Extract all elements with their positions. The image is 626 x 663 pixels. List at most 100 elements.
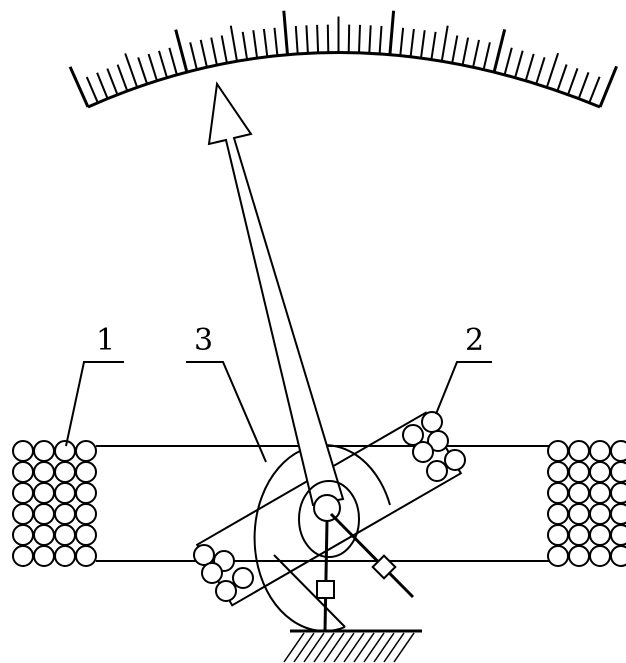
winding-turn bbox=[402, 424, 424, 446]
scale-tick bbox=[598, 65, 618, 108]
scale-tick bbox=[124, 53, 139, 88]
winding-turn bbox=[547, 524, 569, 546]
label-vane: 3 bbox=[194, 323, 213, 358]
scale-tick bbox=[168, 47, 178, 76]
scale-tick bbox=[420, 30, 426, 59]
winding-turn bbox=[547, 545, 569, 567]
hatch-line bbox=[333, 632, 355, 663]
winding-turn bbox=[568, 482, 590, 504]
scale-ticks bbox=[68, 10, 618, 108]
spring-arm bbox=[329, 512, 415, 599]
winding-turn bbox=[33, 482, 55, 504]
hatch-line bbox=[353, 632, 375, 663]
support bbox=[283, 520, 422, 663]
spring-arm-line bbox=[329, 512, 415, 599]
winding-turn bbox=[75, 482, 97, 504]
hatch-line bbox=[293, 632, 315, 663]
fixed-coil bbox=[12, 440, 626, 567]
winding-turn bbox=[75, 440, 97, 462]
scale-tick bbox=[503, 47, 513, 76]
vane-outline bbox=[253, 444, 391, 632]
hatch-line bbox=[303, 632, 325, 663]
label-coil-group bbox=[65, 361, 124, 447]
scale-tick bbox=[137, 57, 149, 85]
scale-tick bbox=[368, 25, 372, 54]
scale-tick bbox=[220, 35, 228, 64]
scale-tick bbox=[545, 52, 560, 88]
scale-tick bbox=[524, 53, 535, 82]
winding-turn bbox=[444, 449, 466, 471]
scale-tick bbox=[229, 25, 238, 62]
winding-turn bbox=[232, 567, 254, 589]
winding-turn bbox=[12, 482, 34, 504]
winding-turn bbox=[75, 545, 97, 567]
winding-turn bbox=[547, 503, 569, 525]
winding-turn bbox=[12, 440, 34, 462]
scale-tick bbox=[577, 72, 590, 99]
hub-outer bbox=[298, 480, 360, 558]
moving-coil-winding bbox=[193, 411, 466, 602]
label-vane-group bbox=[186, 361, 267, 463]
scale-tick bbox=[347, 24, 351, 53]
hatch-line bbox=[393, 632, 415, 663]
scale-tick bbox=[430, 31, 437, 60]
scale-tick bbox=[305, 25, 309, 54]
scale-tick bbox=[210, 37, 218, 66]
scale-tick bbox=[388, 10, 396, 55]
scale-tick bbox=[262, 28, 269, 57]
winding-turn bbox=[193, 544, 215, 566]
winding-turn bbox=[589, 482, 611, 504]
winding-turn bbox=[54, 503, 76, 525]
hatch-line bbox=[363, 632, 385, 663]
winding-turn bbox=[12, 461, 34, 483]
winding-turn bbox=[33, 524, 55, 546]
support-block bbox=[316, 580, 335, 599]
winding-turn bbox=[610, 503, 626, 525]
scale-tick bbox=[116, 64, 129, 92]
winding-turn bbox=[54, 545, 76, 567]
winding-turn bbox=[568, 440, 590, 462]
winding-turn bbox=[426, 460, 448, 482]
vane-edge bbox=[273, 554, 346, 628]
labels: 1 3 2 bbox=[65, 323, 492, 463]
scale-tick bbox=[451, 35, 459, 64]
winding-turn bbox=[54, 440, 76, 462]
scale-tick bbox=[358, 24, 361, 53]
scale-tick bbox=[440, 25, 449, 62]
winding-turn bbox=[610, 545, 626, 567]
winding-turn bbox=[589, 524, 611, 546]
scale-tick bbox=[252, 30, 259, 59]
winding-turn bbox=[12, 503, 34, 525]
pointer-arrow bbox=[207, 81, 345, 507]
winding-turn bbox=[12, 524, 34, 546]
scale-tick bbox=[174, 29, 189, 73]
fixed-coil-left-winding bbox=[12, 440, 97, 567]
pointer bbox=[207, 81, 345, 507]
winding-turn bbox=[568, 524, 590, 546]
winding-turn bbox=[547, 440, 569, 462]
scale-tick bbox=[556, 64, 568, 92]
scale-tick bbox=[68, 66, 90, 108]
label-coil: 1 bbox=[96, 323, 115, 358]
winding-turn bbox=[215, 580, 237, 602]
scale-tick bbox=[588, 76, 601, 104]
hatch-line bbox=[323, 632, 345, 663]
winding-turn bbox=[201, 562, 223, 584]
winding-turn bbox=[568, 503, 590, 525]
scale bbox=[68, 10, 618, 109]
winding-turn bbox=[33, 503, 55, 525]
scale-tick bbox=[199, 39, 208, 68]
scale-tick bbox=[567, 68, 579, 96]
scale-tick bbox=[282, 10, 289, 55]
label-moving-coil-group bbox=[435, 361, 492, 415]
scale-tick bbox=[316, 24, 320, 53]
winding-turn bbox=[75, 524, 97, 546]
fixed-coil-right-winding bbox=[547, 440, 626, 567]
leader-vane bbox=[186, 361, 267, 463]
hatch-line bbox=[373, 632, 395, 663]
counterweight bbox=[371, 554, 397, 580]
winding-turn bbox=[589, 440, 611, 462]
winding-turn bbox=[610, 461, 626, 483]
scale-tick bbox=[409, 28, 415, 57]
scale-tick bbox=[241, 31, 249, 60]
